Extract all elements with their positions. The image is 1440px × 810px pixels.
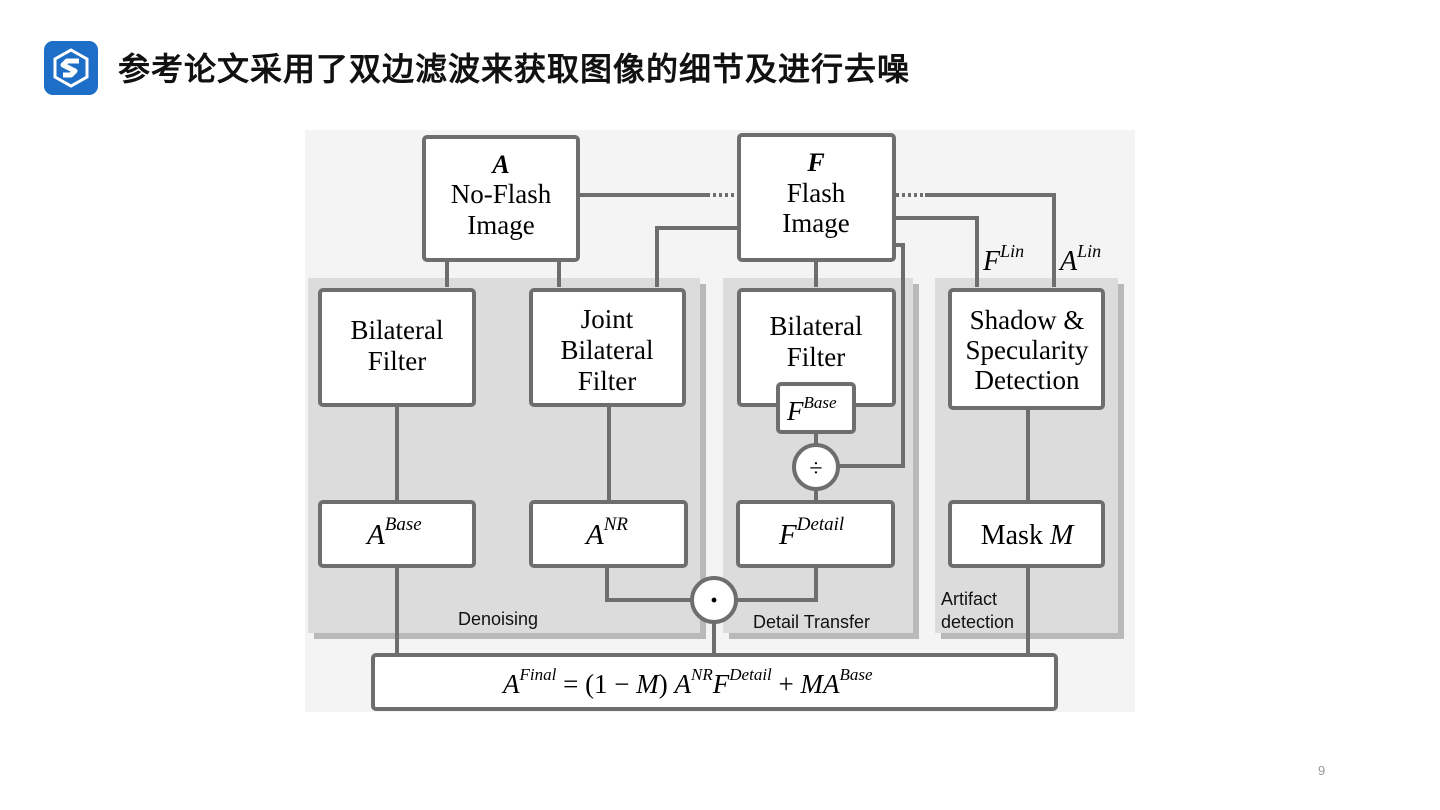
no-flash-line2: Image [467, 210, 534, 240]
logo-emblem-icon [53, 48, 89, 88]
shadow-specularity-detection-box [948, 288, 1105, 410]
denoising-label: Denoising [458, 609, 538, 629]
a-base-label: ABase [365, 514, 422, 551]
bilateral-filter-a-box [318, 288, 476, 407]
joint-bilateral-line2: Bilateral [561, 335, 654, 365]
mask-label: Mask M [981, 520, 1075, 551]
bilateral-filter-a-line1: Bilateral [351, 315, 444, 345]
multiply-symbol: · [709, 584, 719, 617]
flash-symbol: F [806, 148, 824, 177]
f-detail-label: FDetail [778, 514, 844, 551]
artifact-label-line1: Artifact [941, 589, 997, 609]
page-number: 9 [1318, 763, 1326, 778]
bilateral-filter-a-line2: Filter [368, 346, 427, 376]
f-base-label: FBase [786, 393, 837, 426]
a-lin-label: ALin [1058, 241, 1101, 277]
no-flash-image-box [422, 135, 580, 262]
detail-transfer-label: Detail Transfer [753, 612, 870, 632]
connection-lines [395, 193, 1056, 655]
joint-bilateral-filter-box [529, 288, 686, 407]
flash-no-flash-pipeline-diagram: A No-Flash Image F Flash Image FLin ALin… [305, 130, 1135, 712]
flash-line1: Flash [787, 178, 846, 208]
final-formula: AFinal = (1 − M) ANRFDetail + MABase [501, 665, 873, 699]
a-nr-label: ANR [584, 514, 628, 551]
brand-logo [44, 41, 98, 95]
joint-bilateral-line3: Filter [578, 366, 637, 396]
shadow-detect-line1: Shadow & [970, 305, 1085, 335]
flash-image-box [737, 133, 896, 262]
final-formula-box [371, 653, 1058, 711]
shadow-detect-line2: Specularity [966, 335, 1089, 365]
page-title: 参考论文采用了双边滤波来获取图像的细节及进行去噪 [118, 50, 911, 88]
bilateral-filter-f-line2: Filter [787, 342, 846, 372]
multiply-operator [690, 576, 738, 624]
f-detail-box [736, 500, 895, 568]
flash-line2: Image [782, 208, 849, 238]
joint-bilateral-line1: Joint [581, 304, 634, 334]
divide-symbol: ÷ [809, 456, 822, 482]
mask-box [948, 500, 1105, 568]
f-lin-label: FLin [982, 241, 1024, 277]
divide-operator [792, 443, 840, 491]
f-base-box [776, 382, 856, 434]
artifact-label-line2: detection [941, 612, 1014, 632]
a-nr-box [529, 500, 688, 568]
no-flash-symbol: A [490, 150, 509, 179]
shadow-detect-line3: Detection [975, 365, 1080, 395]
a-base-box [318, 500, 476, 568]
no-flash-line1: No-Flash [451, 179, 552, 209]
bilateral-filter-f-line1: Bilateral [770, 311, 863, 341]
